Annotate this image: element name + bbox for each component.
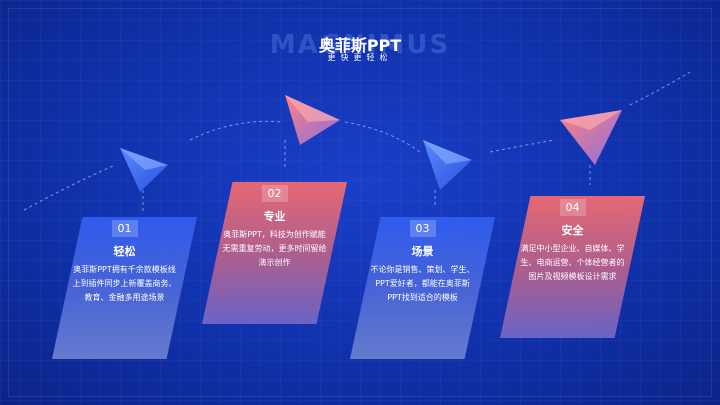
feature-card-2: 02 专业 奥菲斯PPT，科技为创作赋能无需重复劳动，更多时间留给演示创作 <box>202 182 347 324</box>
watermark-text: MAGNIMUS <box>269 30 451 60</box>
card-description: 不论你是销售、策划、学生、PPT爱好者，都能在奥菲斯PPT找到适合的模板 <box>370 265 475 302</box>
card-number: 04 <box>559 199 586 216</box>
card-title: 安全 <box>561 224 584 237</box>
frame-border <box>8 8 712 397</box>
card-title: 场景 <box>411 245 434 258</box>
card-number: 02 <box>261 185 288 202</box>
card-title: 专业 <box>263 210 286 223</box>
card-number: 01 <box>111 220 138 237</box>
slide-subtitle: 更快更轻松 <box>327 53 393 62</box>
slide-title: 奥菲斯PPT <box>318 36 402 55</box>
paper-plane-icon <box>423 140 472 190</box>
paper-plane-icon <box>285 95 340 145</box>
paper-plane-icon <box>120 148 168 192</box>
card-description: 奥菲斯PPT，科技为创作赋能无需重复劳动，更多时间留给演示创作 <box>222 230 327 267</box>
card-number: 03 <box>409 220 436 237</box>
feature-card-4: 04 安全 满足中小型企业、自媒体、学生、电商运营、个体经营者的图片及视频模板设… <box>500 196 645 338</box>
card-description: 满足中小型企业、自媒体、学生、电商运营、个体经营者的图片及视频模板设计需求 <box>520 244 625 281</box>
card-title: 轻松 <box>113 245 136 258</box>
card-description: 奥菲斯PPT拥有千余款模板线上到插件同步上新覆盖商务、教育、金融多用途场景 <box>72 265 177 302</box>
feature-card-3: 03 场景 不论你是销售、策划、学生、PPT爱好者，都能在奥菲斯PPT找到适合的… <box>350 217 495 359</box>
feature-card-1: 01 轻松 奥菲斯PPT拥有千余款模板线上到插件同步上新覆盖商务、教育、金融多用… <box>52 217 197 359</box>
dashed-trail <box>23 71 691 212</box>
paper-plane-icon <box>560 110 622 165</box>
